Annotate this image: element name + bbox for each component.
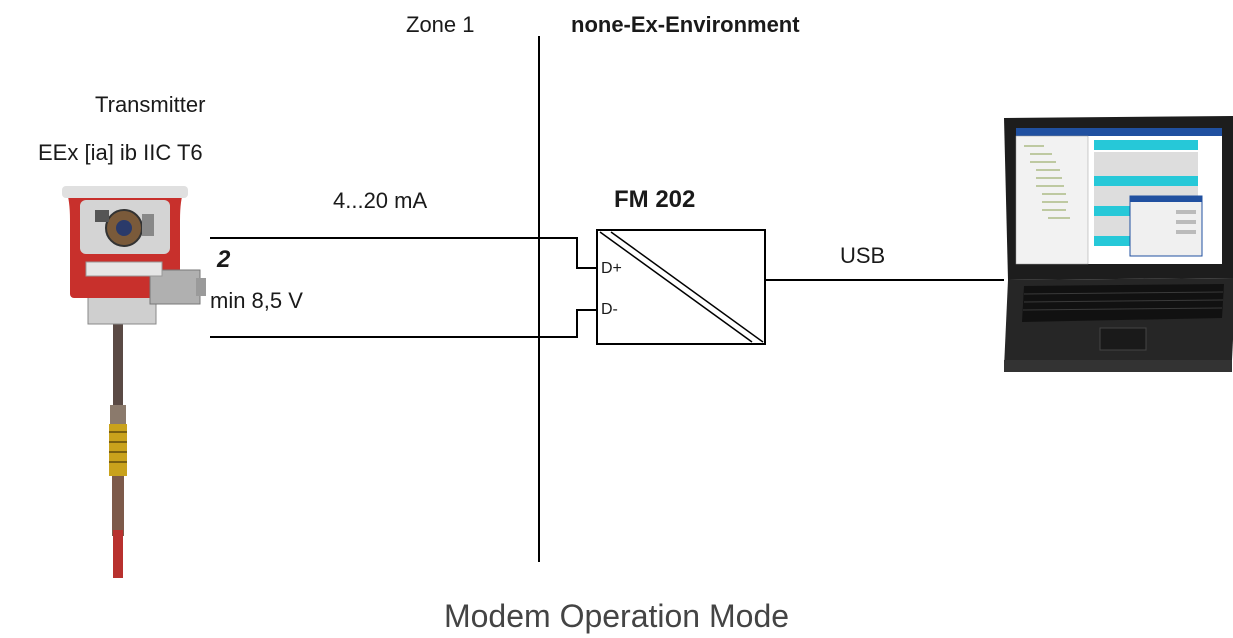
modem-name-label: FM 202 — [614, 186, 696, 213]
laptop-computer-icon — [1004, 116, 1233, 372]
non-ex-zone-label: none-Ex-Environment — [571, 12, 800, 37]
transmitter-certification: EEx [ia] ib IIC T6 — [38, 140, 203, 165]
voltage-label: min 8,5 V — [210, 288, 303, 313]
wire-plus — [210, 237, 598, 269]
wire-count-label: 2 — [217, 246, 231, 273]
loop-wires — [210, 237, 598, 338]
signal-label: 4...20 mA — [333, 188, 428, 213]
transmitter-title: Transmitter — [95, 92, 206, 117]
modem-box — [596, 229, 766, 345]
wire-minus — [210, 309, 598, 338]
diagram-caption: Modem Operation Mode — [443, 598, 790, 634]
terminal-plus-label: D+ — [601, 260, 622, 277]
usb-label: USB — [840, 243, 886, 268]
zone-1-label: Zone 1 — [406, 12, 475, 37]
terminal-minus-label: D- — [601, 301, 618, 318]
transmitter-device-icon — [62, 186, 206, 578]
